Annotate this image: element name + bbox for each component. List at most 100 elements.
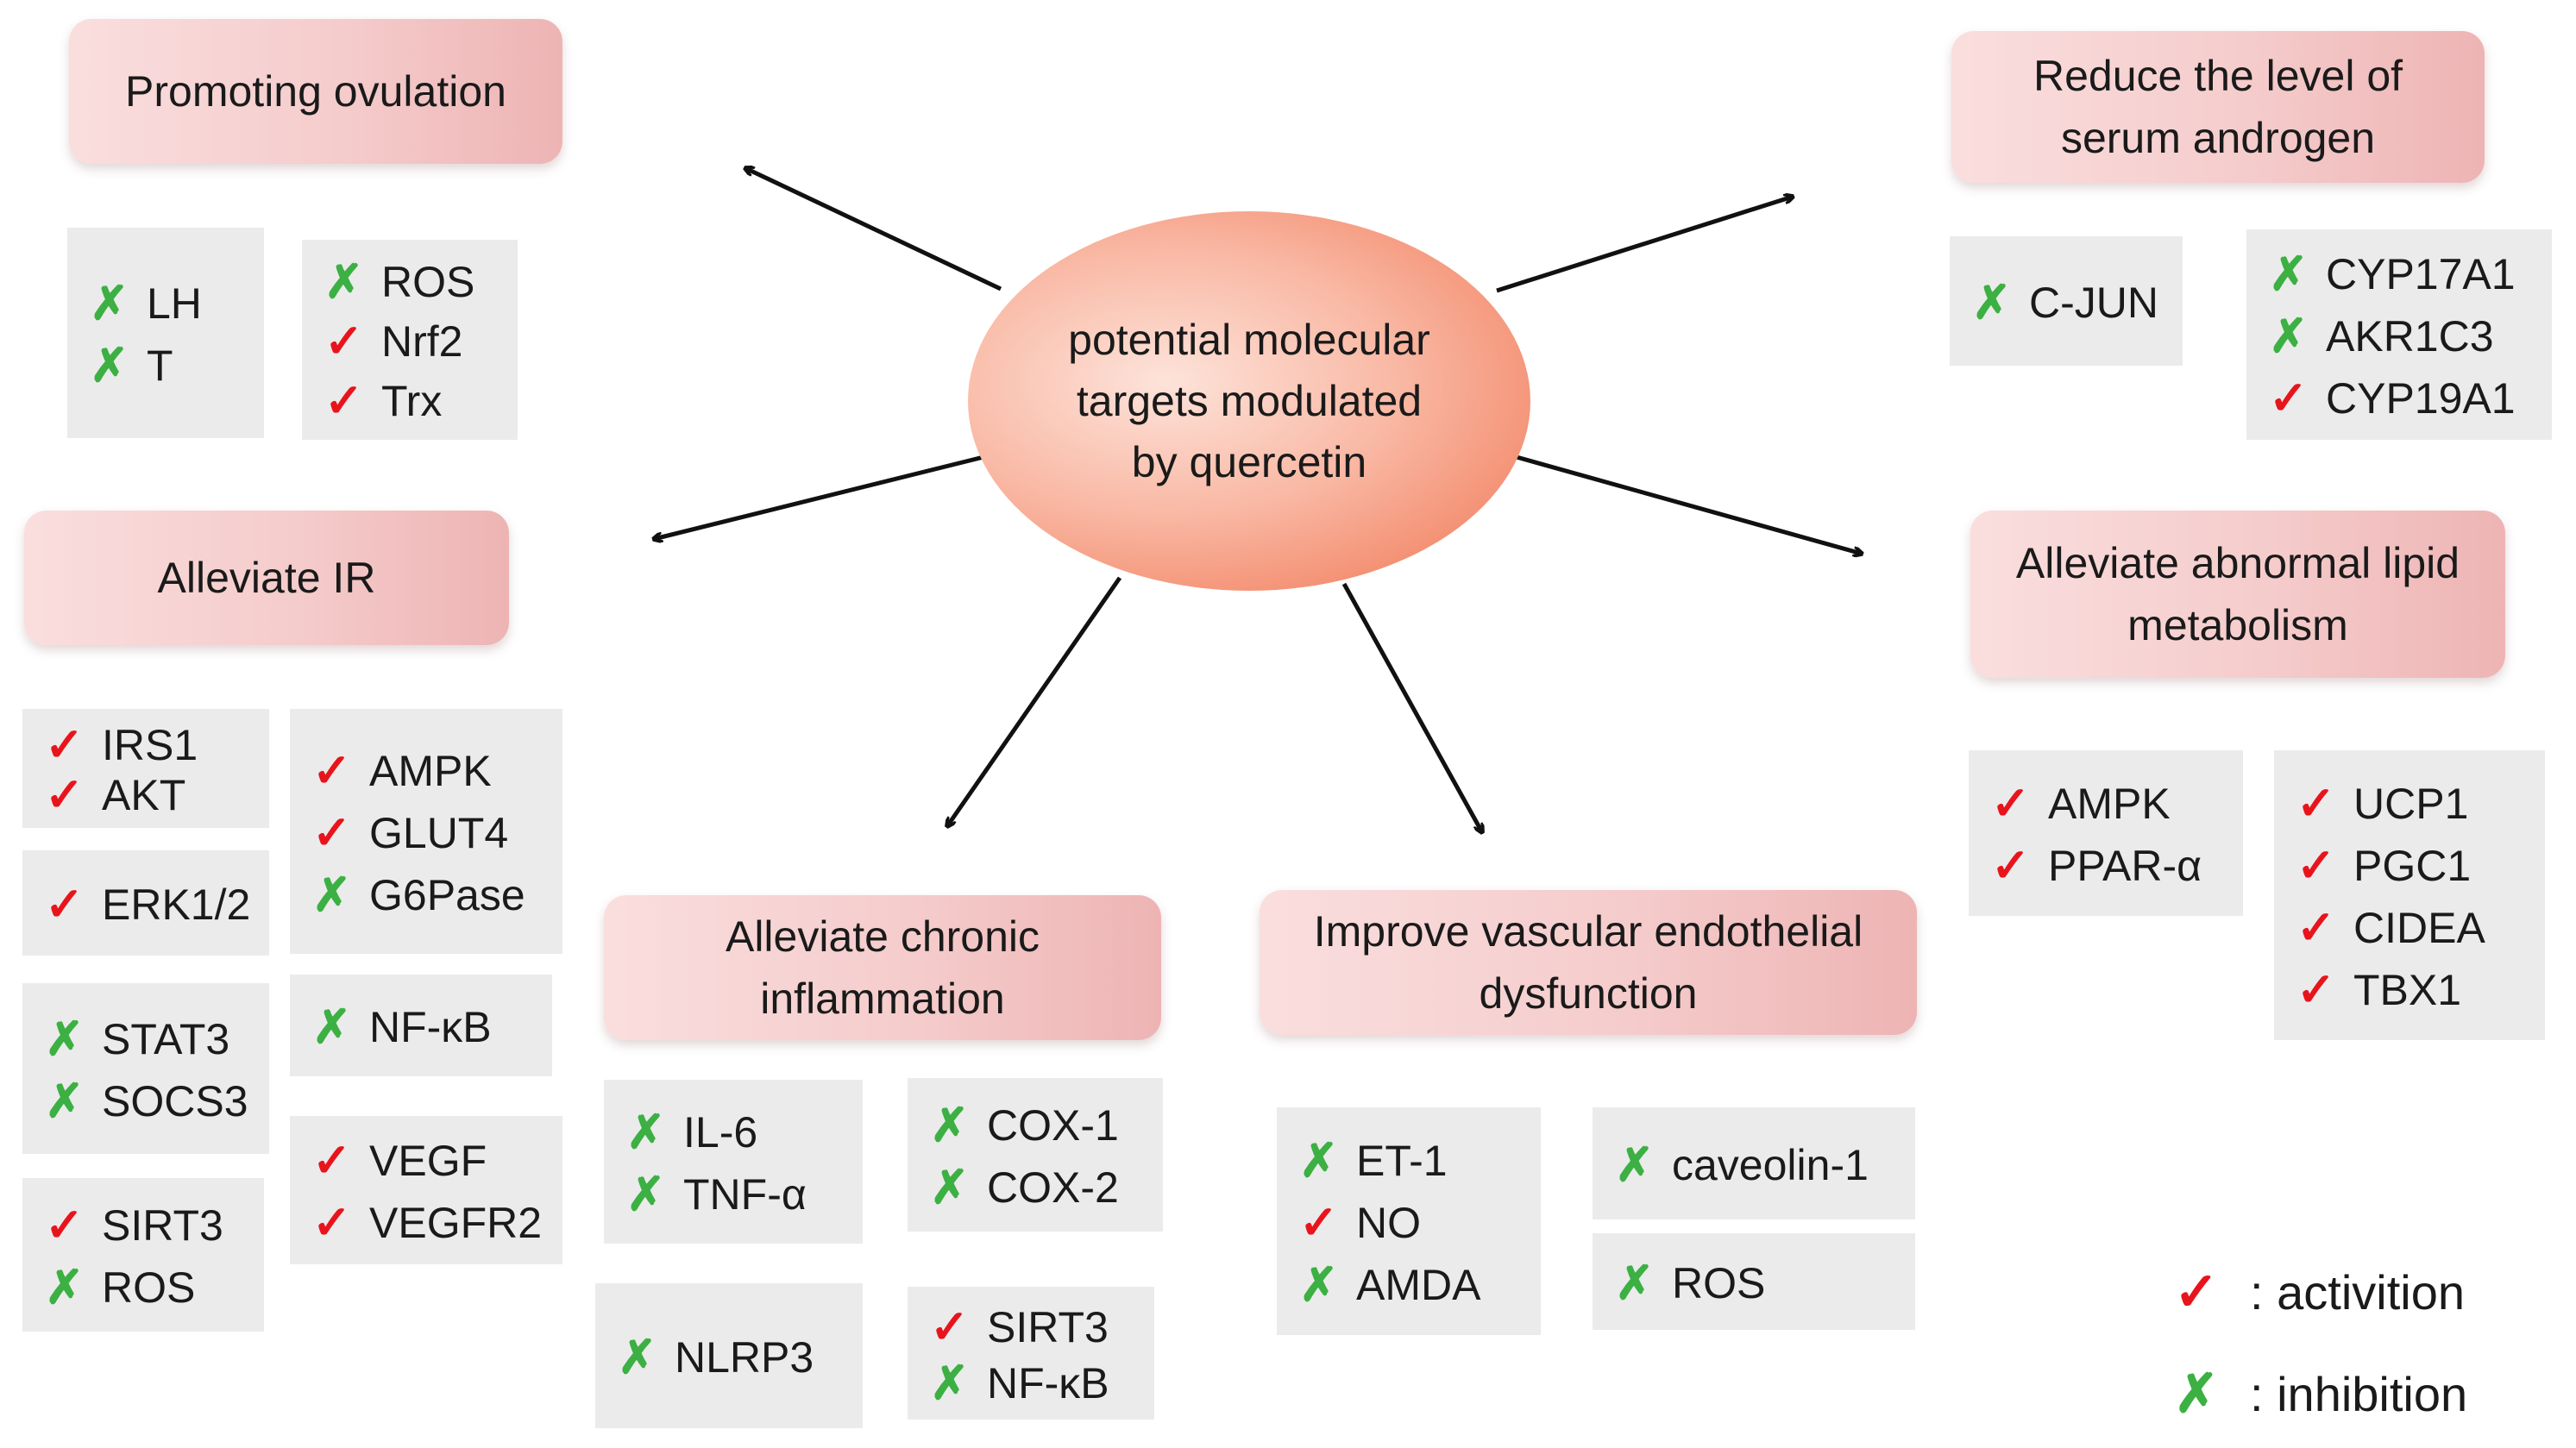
gene-row: AKT bbox=[45, 770, 252, 820]
check-icon bbox=[1991, 843, 2048, 889]
gene-row: VEGF bbox=[312, 1130, 545, 1192]
gene-label: AMPK bbox=[2048, 780, 2171, 828]
gene-row: AKR1C3 bbox=[2269, 305, 2535, 367]
gene-row: AMPK bbox=[312, 740, 545, 802]
cross-icon bbox=[90, 342, 147, 389]
gene-label: UCP1 bbox=[2353, 780, 2469, 828]
category-title: Alleviate IR bbox=[157, 553, 376, 602]
gene-row: VEGFR2 bbox=[312, 1192, 545, 1254]
gene-row: IRS1 bbox=[45, 720, 252, 770]
category-alleviate-lipid-metabolism: Alleviate abnormal lipid metabolism bbox=[1970, 511, 2505, 678]
gene-box: IL-6TNF-α bbox=[604, 1080, 863, 1244]
check-icon bbox=[312, 748, 369, 794]
cross-icon bbox=[930, 1102, 987, 1149]
arrow-to-alleviate-chronic-inflammation bbox=[947, 576, 1122, 826]
check-icon bbox=[2269, 375, 2326, 422]
cross-icon bbox=[618, 1334, 675, 1381]
cross-icon bbox=[626, 1109, 683, 1156]
gene-row: LH bbox=[90, 273, 247, 335]
gene-label: NF-κB bbox=[369, 1003, 492, 1051]
gene-label: ET-1 bbox=[1356, 1137, 1448, 1185]
gene-row: ERK1/2 bbox=[45, 874, 252, 936]
gene-row: NLRP3 bbox=[618, 1326, 845, 1388]
check-icon bbox=[1299, 1200, 1356, 1246]
gene-label: AKR1C3 bbox=[2326, 312, 2494, 360]
gene-box: AMPKGLUT4G6Pase bbox=[290, 709, 562, 954]
category-title: Alleviate abnormal lipid metabolism bbox=[2015, 538, 2460, 650]
gene-row: AMDA bbox=[1299, 1254, 1524, 1316]
gene-row: IL-6 bbox=[626, 1101, 845, 1163]
gene-row: caveolin-1 bbox=[1615, 1134, 1898, 1196]
cross-icon bbox=[1615, 1142, 1672, 1188]
gene-row: NO bbox=[1299, 1192, 1524, 1254]
legend-inhibition-label: : inhibition bbox=[2250, 1367, 2468, 1421]
gene-box: AMPK PPAR-α bbox=[1969, 750, 2243, 916]
gene-row: SOCS3 bbox=[45, 1070, 252, 1132]
check-icon bbox=[930, 1304, 987, 1351]
gene-label: G6Pase bbox=[369, 871, 525, 919]
gene-label: SOCS3 bbox=[102, 1077, 248, 1125]
gene-box: LH T bbox=[67, 228, 264, 438]
cross-icon bbox=[312, 872, 369, 918]
gene-label: VEGF bbox=[369, 1137, 487, 1185]
arrow-to-reduce-serum-androgen bbox=[1496, 197, 1793, 293]
gene-row: UCP1 bbox=[2296, 773, 2528, 835]
arrow-to-alleviate-ir bbox=[654, 454, 984, 539]
gene-label: ROS bbox=[102, 1263, 196, 1312]
gene-row: TNF-α bbox=[626, 1163, 845, 1225]
check-icon bbox=[45, 881, 102, 928]
gene-label: CYP19A1 bbox=[2326, 374, 2516, 423]
gene-box: ERK1/2 bbox=[22, 850, 269, 956]
gene-label: Nrf2 bbox=[381, 317, 463, 366]
gene-label: T bbox=[147, 342, 173, 390]
gene-label: COX-1 bbox=[987, 1101, 1119, 1150]
check-icon bbox=[45, 772, 102, 818]
gene-row: CYP19A1 bbox=[2269, 367, 2535, 429]
gene-row: PPAR-α bbox=[1991, 835, 2226, 897]
cross-icon bbox=[324, 259, 381, 305]
check-icon bbox=[324, 378, 381, 424]
check-icon bbox=[2296, 780, 2353, 827]
gene-box: SIRT3ROS bbox=[22, 1178, 264, 1332]
check-icon bbox=[2174, 1266, 2250, 1319]
gene-label: LH bbox=[147, 279, 202, 328]
cross-icon bbox=[1299, 1138, 1356, 1184]
gene-row: NF-κB bbox=[312, 996, 535, 1058]
gene-row: Trx bbox=[324, 372, 500, 431]
gene-row: C-JUN bbox=[1972, 272, 2165, 334]
category-promoting-ovulation: Promoting ovulation bbox=[69, 19, 562, 164]
check-icon bbox=[312, 1200, 369, 1246]
category-title: Improve vascular endothelial dysfunction bbox=[1313, 906, 1863, 1019]
arrow-to-alleviate-lipid-metabolism bbox=[1516, 454, 1862, 554]
gene-label: IRS1 bbox=[102, 721, 198, 769]
cross-icon bbox=[45, 1264, 102, 1311]
legend-activation: : activition bbox=[2174, 1264, 2465, 1320]
gene-label: COX-2 bbox=[987, 1163, 1119, 1212]
gene-row: NF-κB bbox=[930, 1355, 1137, 1411]
gene-row: CYP17A1 bbox=[2269, 243, 2535, 305]
gene-row: SIRT3 bbox=[930, 1299, 1137, 1355]
gene-label: ERK1/2 bbox=[102, 881, 251, 929]
gene-row: PGC1 bbox=[2296, 835, 2528, 897]
category-title: Alleviate chronic inflammation bbox=[725, 912, 1040, 1024]
gene-row: ROS bbox=[45, 1257, 247, 1319]
arrow-to-improve-vascular-endothelial bbox=[1341, 582, 1482, 832]
gene-box: ET-1NOAMDA bbox=[1277, 1107, 1541, 1335]
gene-label: ROS bbox=[1672, 1259, 1766, 1307]
cross-icon bbox=[930, 1360, 987, 1407]
gene-label: CIDEA bbox=[2353, 904, 2485, 952]
check-icon bbox=[1991, 780, 2048, 827]
gene-label: PPAR-α bbox=[2048, 842, 2202, 890]
gene-row: Nrf2 bbox=[324, 311, 500, 371]
gene-label: SIRT3 bbox=[102, 1201, 223, 1250]
gene-box: UCP1PGC1CIDEATBX1 bbox=[2274, 750, 2545, 1040]
gene-label: AMPK bbox=[369, 747, 492, 795]
check-icon bbox=[45, 722, 102, 768]
gene-row: T bbox=[90, 335, 247, 397]
gene-label: PGC1 bbox=[2353, 842, 2472, 890]
cross-icon bbox=[930, 1164, 987, 1211]
category-improve-vascular-endothelial: Improve vascular endothelial dysfunction bbox=[1260, 890, 1917, 1035]
check-icon bbox=[2296, 905, 2353, 951]
gene-row: COX-1 bbox=[930, 1094, 1146, 1157]
